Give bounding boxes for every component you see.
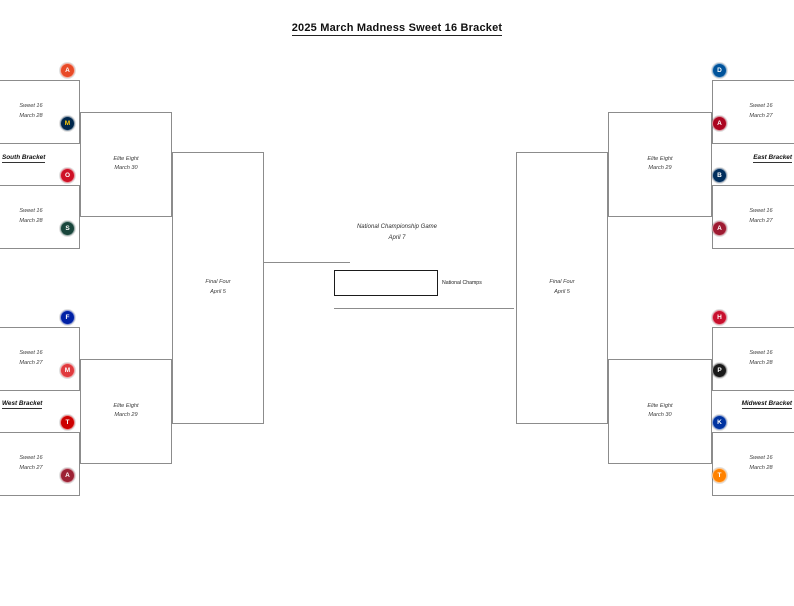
matchup-box-west-elite8[interactable]: Elite Eight March 29	[80, 359, 172, 464]
round-date: March 27	[749, 113, 773, 119]
round-date: March 27	[19, 465, 43, 471]
round-name: Sweet 16	[19, 208, 43, 215]
matchup-box-east-2[interactable]: Sweet 16 March 27 (6) BYU (2) Alabama	[712, 185, 794, 249]
round-date: March 28	[19, 218, 43, 224]
region-label-south: South Bracket	[2, 154, 46, 163]
round-name: Final Four	[205, 279, 231, 286]
round-info-south-2: Sweet 16 March 28	[0, 207, 79, 227]
round-date: March 27	[19, 360, 43, 366]
national-champs-box[interactable]	[334, 270, 438, 296]
team-logo-byu-icon: B	[712, 168, 727, 183]
region-label-west-text: West Bracket	[2, 400, 43, 409]
team-logo-auburn-icon: A	[60, 63, 75, 78]
matchup-box-south-2[interactable]: Sweet 16 March 28 (6) Ole Miss (2) Michi…	[0, 185, 80, 249]
round-date: March 30	[114, 165, 138, 172]
team-logo-houston-icon: H	[712, 310, 727, 325]
matchup-box-midwest-1[interactable]: Sweet 16 March 28 (1) Houston (4) Purdue	[712, 327, 794, 391]
round-info-midwest-1: Sweet 16 March 28	[713, 349, 794, 369]
region-label-midwest: Midwest Bracket	[741, 400, 792, 409]
round-info-west-1: Sweet 16 March 27	[0, 349, 79, 369]
team-logo-tennessee-icon: T	[712, 468, 727, 483]
round-name: Sweet 16	[749, 103, 773, 110]
team-logo-florida-icon: F	[60, 310, 75, 325]
team-logo-texas-tech-icon: T	[60, 415, 75, 430]
connector-left-to-championship	[264, 262, 350, 263]
round-name: Elite Eight	[647, 155, 673, 162]
round-info-south-elite8: Elite Eight March 30	[81, 155, 171, 175]
round-date: March 28	[749, 360, 773, 366]
team-logo-maryland-icon: M	[60, 363, 75, 378]
round-date: April 5	[210, 289, 226, 295]
round-date: April 5	[554, 289, 570, 295]
matchup-box-right-final-four[interactable]: Final Four April 5	[516, 152, 608, 424]
round-info-midwest-2: Sweet 16 March 28	[713, 454, 794, 474]
page-title: 2025 March Madness Sweet 16 Bracket	[0, 22, 794, 36]
team-logo-kentucky-icon: K	[712, 415, 727, 430]
round-name: Sweet 16	[749, 455, 773, 462]
round-name: Final Four	[549, 279, 575, 286]
round-info-west-2: Sweet 16 March 27	[0, 454, 79, 474]
region-label-south-text: South Bracket	[2, 154, 46, 163]
region-label-midwest-text: Midwest Bracket	[741, 400, 792, 409]
matchup-box-east-1[interactable]: Sweet 16 March 27 (1) Duke (4) Arizona	[712, 80, 794, 144]
round-date: March 27	[749, 218, 773, 224]
national-champs-tag: National Champs	[442, 280, 482, 286]
round-date: March 30	[648, 412, 672, 419]
round-info-east-2: Sweet 16 March 27	[713, 207, 794, 227]
round-info-left-final-four: Final Four April 5	[173, 278, 263, 298]
team-logo-duke-icon: D	[712, 63, 727, 78]
round-date: March 28	[749, 465, 773, 471]
round-info-east-elite8: Elite Eight March 29	[609, 155, 711, 175]
region-label-west: West Bracket	[2, 400, 43, 409]
round-info-midwest-elite8: Elite Eight March 30	[609, 402, 711, 422]
round-date: March 29	[114, 412, 138, 419]
matchup-box-south-1[interactable]: Sweet 16 March 28 (1) Auburn (4) Michiga…	[0, 80, 80, 144]
team-logo-ole-miss-icon: O	[60, 168, 75, 183]
round-name: Sweet 16	[19, 455, 43, 462]
round-info-right-final-four: Final Four April 5	[517, 278, 607, 298]
round-name: Elite Eight	[113, 155, 139, 162]
team-logo-arizona-icon: A	[712, 116, 727, 131]
page-title-text: 2025 March Madness Sweet 16 Bracket	[291, 22, 503, 36]
region-label-east-text: East Bracket	[753, 154, 792, 163]
team-logo-alabama-icon: A	[712, 221, 727, 236]
round-name: Elite Eight	[647, 402, 673, 409]
championship-label: National Championship Game April 7	[297, 222, 497, 244]
region-label-east: East Bracket	[753, 154, 792, 163]
connector-championship-rail	[334, 308, 514, 309]
round-info-south-1: Sweet 16 March 28	[0, 102, 79, 122]
round-name: Sweet 16	[749, 350, 773, 357]
matchup-box-midwest-2[interactable]: Sweet 16 March 28 (3) Kentucky (2) Tenne…	[712, 432, 794, 496]
round-name: Sweet 16	[19, 103, 43, 110]
matchup-box-west-1[interactable]: Sweet 16 March 27 (1) Florida (4) Maryla…	[0, 327, 80, 391]
matchup-box-south-elite8[interactable]: Elite Eight March 30	[80, 112, 172, 217]
round-date: March 29	[648, 165, 672, 172]
round-info-east-1: Sweet 16 March 27	[713, 102, 794, 122]
championship-title: National Championship Game	[356, 224, 438, 230]
matchup-box-midwest-elite8[interactable]: Elite Eight March 30	[608, 359, 712, 464]
team-logo-michigan-st-icon: S	[60, 221, 75, 236]
team-logo-purdue-icon: P	[712, 363, 727, 378]
team-logo-arkansas-icon: A	[60, 468, 75, 483]
round-date: March 28	[19, 113, 43, 119]
round-name: Sweet 16	[19, 350, 43, 357]
team-logo-michigan-icon: M	[60, 116, 75, 131]
matchup-box-left-final-four[interactable]: Final Four April 5	[172, 152, 264, 424]
round-name: Elite Eight	[113, 402, 139, 409]
matchup-box-east-elite8[interactable]: Elite Eight March 29	[608, 112, 712, 217]
round-info-west-elite8: Elite Eight March 29	[81, 402, 171, 422]
championship-date: April 7	[388, 234, 406, 241]
round-name: Sweet 16	[749, 208, 773, 215]
matchup-box-west-2[interactable]: Sweet 16 March 27 (3) Texas Tech (10) Ar…	[0, 432, 80, 496]
